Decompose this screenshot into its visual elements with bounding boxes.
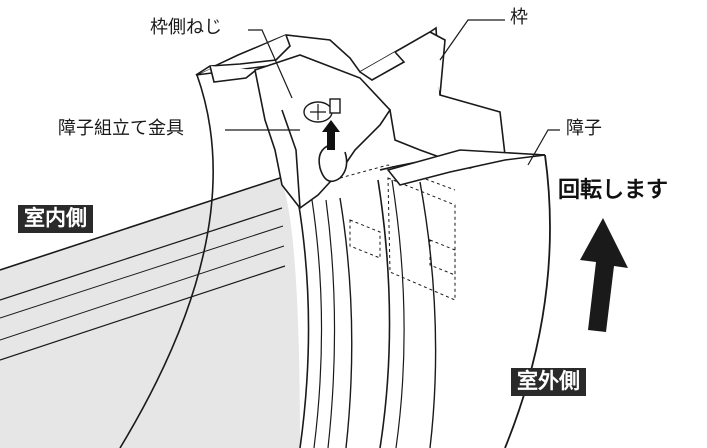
badge-outdoor: 室外側 <box>511 368 586 396</box>
label-frame-screw: 枠側ねじ <box>150 17 222 38</box>
hidden-parts <box>339 164 456 301</box>
rotate-arrow-icon <box>580 218 628 332</box>
leader-lines <box>225 19 560 166</box>
label-sash: 障子 <box>566 118 602 139</box>
label-bracket: 障子組立て金具 <box>58 118 184 139</box>
sash-block <box>386 149 546 186</box>
screw-up-arrow <box>322 120 340 150</box>
glass-panel <box>0 177 300 448</box>
top-frame <box>195 26 506 169</box>
badge-indoor: 室内側 <box>18 205 93 233</box>
label-frame: 枠 <box>510 7 528 28</box>
label-rotate: 回転します <box>558 178 669 203</box>
screw-icon <box>303 98 341 123</box>
